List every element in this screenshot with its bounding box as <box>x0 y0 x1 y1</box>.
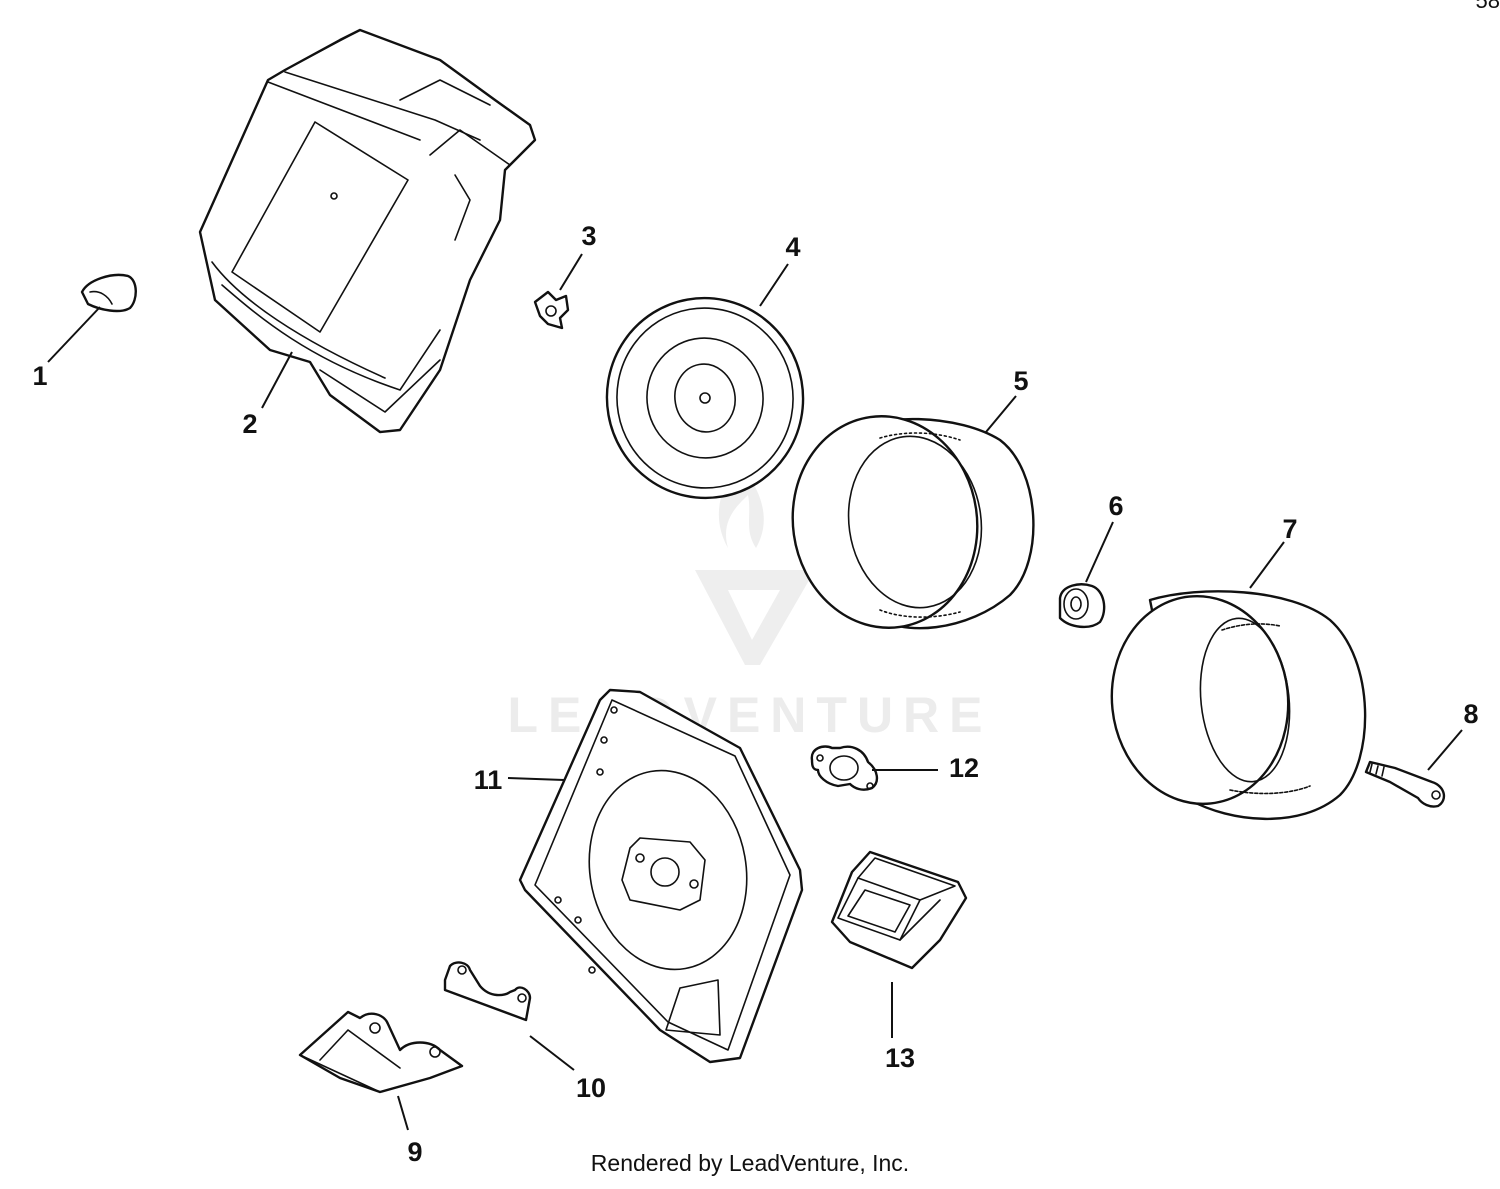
part-1-clip <box>80 273 137 313</box>
part-10-plate <box>443 961 532 1022</box>
callout-4: 4 <box>785 232 800 262</box>
callout-10: 10 <box>576 1073 606 1103</box>
footer-credit: Rendered by LeadVenture, Inc. <box>590 1150 910 1176</box>
callout-13: 13 <box>885 1043 915 1073</box>
part-2-air-cleaner-cover <box>198 28 537 434</box>
part-5-precleaner <box>791 415 1035 630</box>
callout-2: 2 <box>242 409 257 439</box>
callout-labels: 1 2 3 4 5 6 7 8 9 10 11 12 13 <box>32 221 1478 1167</box>
callout-6: 6 <box>1108 491 1123 521</box>
part-3-wing-nut <box>533 290 570 330</box>
callout-8: 8 <box>1463 699 1478 729</box>
leader-lines <box>47 253 1463 1131</box>
callout-3: 3 <box>581 221 596 251</box>
part-12-gasket <box>810 745 879 791</box>
part-8-stud <box>1364 760 1446 808</box>
callout-5: 5 <box>1013 366 1028 396</box>
callout-7: 7 <box>1282 514 1297 544</box>
part-13-adapter <box>830 850 968 970</box>
part-11-base-plate <box>518 688 804 1064</box>
part-4-filter-cover <box>605 296 805 500</box>
part-9-bracket <box>298 1010 464 1094</box>
part-6-grommet <box>1058 583 1106 629</box>
part-7-filter-element <box>1110 590 1367 821</box>
callout-12: 12 <box>949 753 979 783</box>
callout-9: 9 <box>407 1137 422 1167</box>
callout-1: 1 <box>32 361 47 391</box>
watermark-text: LEADVENTURE <box>507 687 992 743</box>
callout-11: 11 <box>474 765 503 795</box>
diagram-reference-id: 58 <box>1475 0 1500 13</box>
